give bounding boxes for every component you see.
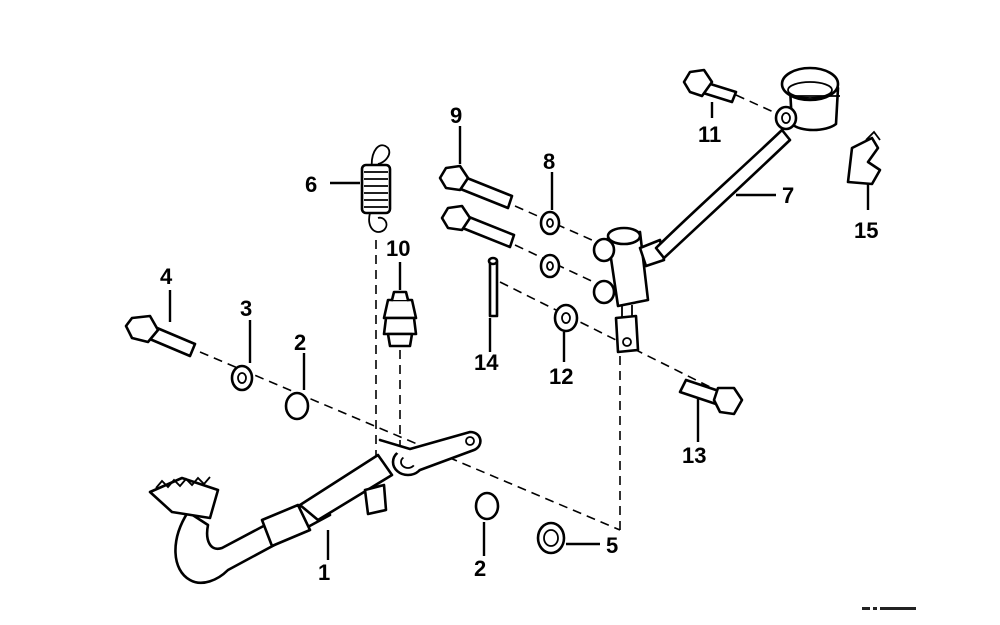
o-ring-upper [284, 391, 310, 421]
washer-8-upper [539, 210, 561, 236]
fluid-reservoir [774, 66, 840, 132]
pivot-bolt [124, 314, 197, 358]
callout-6: 6 [305, 172, 317, 197]
callout-9: 9 [450, 103, 462, 128]
callout-12: 12 [549, 364, 573, 389]
callout-8: 8 [543, 149, 555, 174]
cotter-pin [487, 256, 499, 318]
callout-3: 3 [240, 296, 252, 321]
mounting-bolt-lower [440, 204, 516, 249]
callout-14: 14 [474, 350, 499, 375]
callout-1: 1 [318, 560, 330, 585]
mounting-bolt-upper [438, 164, 514, 210]
return-spring [360, 144, 392, 233]
callout-2-upper: 2 [294, 330, 306, 355]
hose-clip [846, 130, 882, 186]
callout-7: 7 [782, 183, 794, 208]
callout-11: 11 [698, 122, 721, 147]
leader-lines [168, 102, 870, 560]
callout-10: 10 [386, 236, 410, 261]
washer-8-lower [539, 253, 561, 279]
reservoir-hose [654, 128, 792, 260]
washer-5 [536, 521, 566, 555]
callout-13: 13 [682, 443, 706, 468]
assembly-axes [199, 94, 781, 531]
brake-pedal [148, 430, 482, 585]
washer-12 [553, 303, 579, 333]
callout-5: 5 [606, 533, 618, 558]
grease-fitting [382, 290, 418, 348]
callout-labels: 1 2 2 3 4 5 6 7 8 9 10 11 12 13 14 15 [160, 103, 878, 585]
callout-4: 4 [160, 264, 173, 289]
reservoir-screw [682, 68, 738, 104]
callout-15: 15 [854, 218, 878, 243]
page-footer-mark [862, 600, 942, 611]
clevis-bolt [678, 378, 744, 416]
o-ring-lower [474, 491, 500, 521]
washer-3 [230, 364, 254, 392]
callout-2-lower: 2 [474, 556, 486, 581]
master-cylinder [592, 226, 666, 354]
